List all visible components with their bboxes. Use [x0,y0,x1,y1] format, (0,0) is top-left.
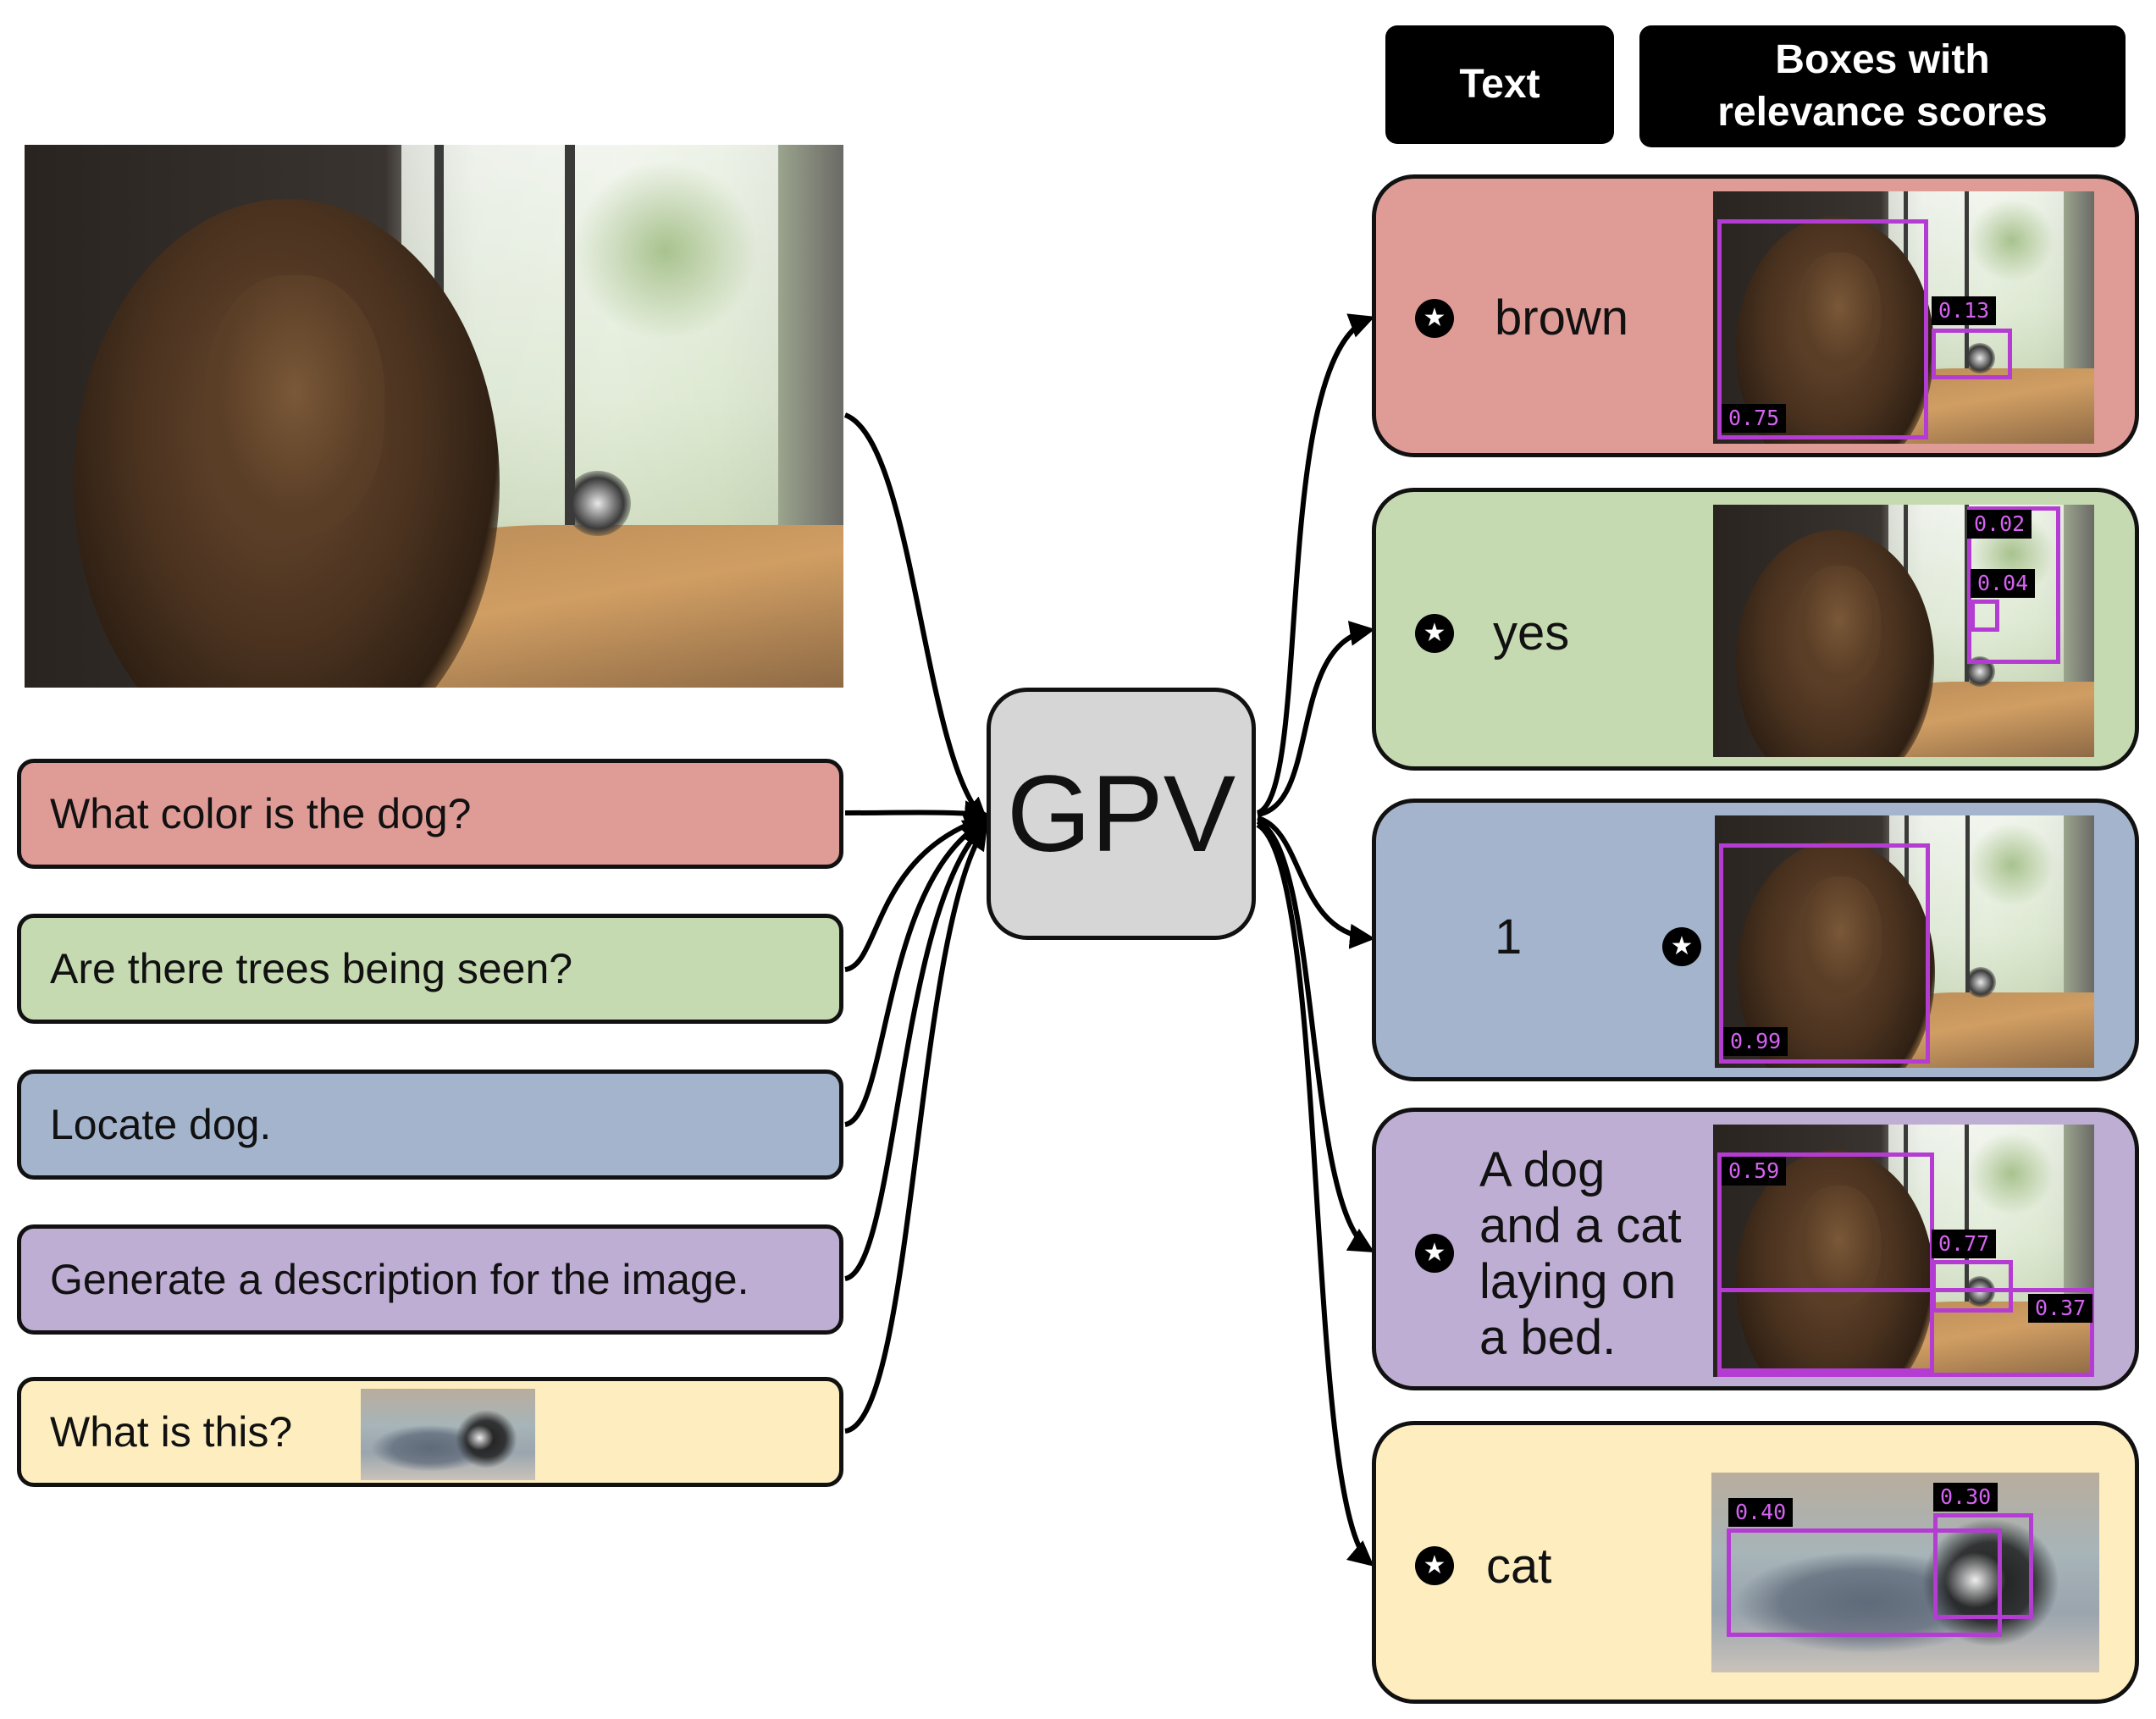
answer-text: 1 [1495,909,1523,965]
output-connectors [1256,313,1375,1567]
relevance-score: 0.75 [1722,404,1787,433]
answer-text: A dog and a cat laying on a bed. [1479,1142,1682,1366]
answer3-connector [1257,815,1375,949]
input-photo [25,145,843,688]
answer-text: brown [1495,290,1628,345]
header-text: Text [1385,25,1614,144]
prompt-text: Generate a description for the image. [50,1256,749,1303]
answer-photo: 0.02 0.04 [1713,505,2094,757]
relevance-score: 0.77 [1932,1230,1997,1258]
answer1-connector [1256,313,1375,815]
answer-photo: 0.40 0.30 [1711,1473,2099,1672]
answer-line: and a cat [1479,1198,1682,1253]
prompt-color: What color is the dog? [17,759,843,869]
bounding-box [1932,1260,2013,1313]
answer5-connector [1256,822,1374,1567]
prompt3-connector [844,819,990,1127]
answer-card-cat: ★ cat 0.40 0.30 [1372,1421,2139,1704]
star-icon: ★ [1415,1546,1454,1585]
gpv-model-box: GPV [987,688,1256,940]
answer-photo: 0.99 [1715,815,2094,1068]
header-boxes: Boxes with relevance scores [1639,25,2126,147]
answer-card-description: ★ A dog and a cat laying on a bed. 0.59 … [1372,1108,2139,1390]
bounding-box [1971,600,1999,632]
answer-photo: 0.13 0.75 [1713,191,2094,444]
input-connectors [843,412,990,1434]
relevance-score: 0.37 [2028,1294,2093,1323]
answer-photo: 0.59 0.77 0.37 [1713,1125,2094,1377]
answer-line: laying on [1479,1254,1677,1309]
model-label: GPV [1006,753,1236,875]
star-icon: ★ [1415,299,1454,338]
prompt-describe: Generate a description for the image. [17,1224,843,1335]
bounding-box [1967,506,2060,664]
prompt5-connector [844,824,988,1434]
answer2-connector [1257,621,1375,817]
prompt-text: Locate dog. [50,1101,272,1148]
star-icon: ★ [1662,927,1701,966]
relevance-score: 0.59 [1722,1157,1787,1186]
prompt2-connector [844,812,990,972]
relevance-score: 0.30 [1933,1483,1998,1512]
relevance-score: 0.99 [1723,1027,1788,1056]
prompt-trees: Are there trees being seen? [17,914,843,1024]
answer-card-count: ★ 1 0.99 [1372,799,2139,1081]
answer-text: cat [1486,1539,1552,1594]
prompt-locate: Locate dog. [17,1070,843,1180]
star-icon: ★ [1415,614,1454,653]
bounding-box [1717,219,1928,439]
answer-line: A dog [1479,1142,1606,1197]
answer4-connector [1256,819,1375,1253]
answer-card-yes: ★ yes 0.02 0.04 [1372,488,2139,771]
prompt1-connector [844,800,990,826]
prompt-text: Are there trees being seen? [50,945,573,992]
relevance-score: 0.04 [1971,569,2036,598]
bounding-box [1727,1528,2002,1637]
prompt-text: What color is the dog? [50,790,472,837]
prompt-crop-photo [361,1389,535,1480]
answer-line: a bed. [1479,1310,1617,1365]
relevance-score: 0.13 [1932,296,1997,325]
bounding-box [1719,843,1930,1064]
relevance-score: 0.40 [1728,1498,1794,1527]
prompt-what: What is this? [17,1377,843,1487]
prompt-text: What is this? [50,1408,293,1456]
image-connector [843,412,989,824]
bounding-box [1717,1288,2094,1377]
star-icon: ★ [1415,1234,1454,1273]
answer-card-brown: ★ brown 0.13 0.75 [1372,174,2139,457]
bounding-box [1933,1513,2033,1619]
relevance-score: 0.02 [1967,510,2032,539]
prompt4-connector [843,821,989,1281]
answer-text: yes [1493,605,1570,661]
bounding-box [1932,329,2012,379]
